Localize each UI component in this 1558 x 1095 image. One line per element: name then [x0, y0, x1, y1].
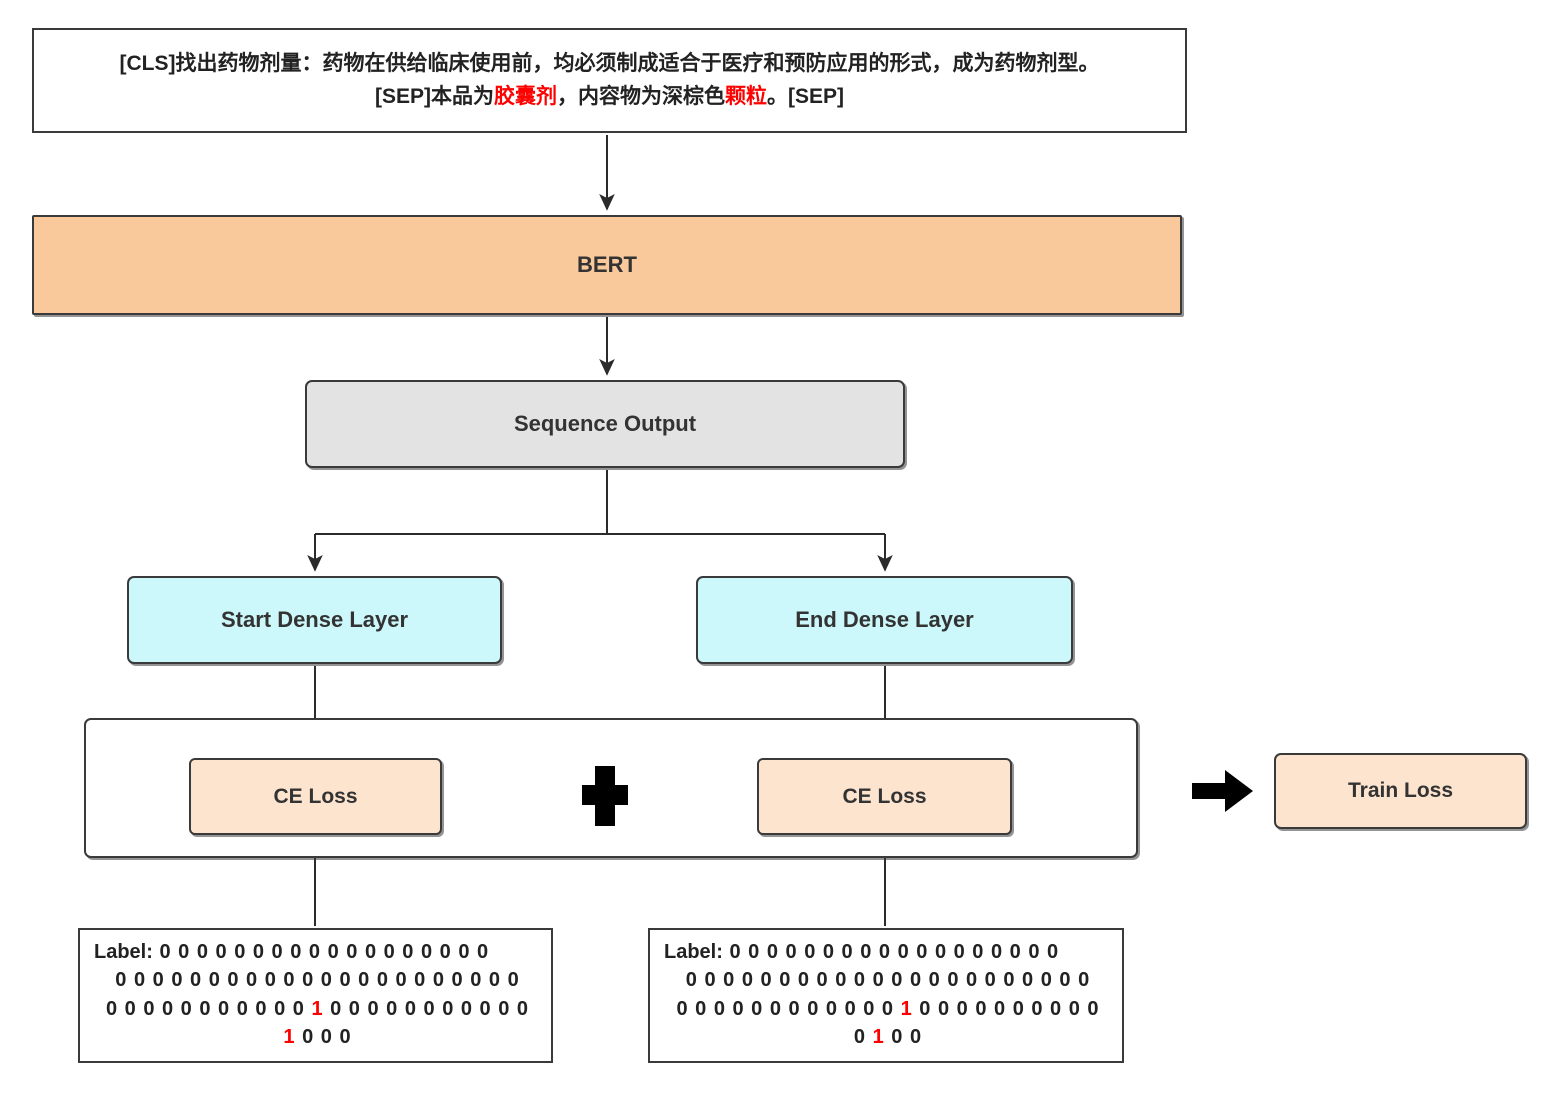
start-label-box: Label: 0 0 0 0 0 0 0 0 0 0 0 0 0 0 0 0 0…: [78, 928, 553, 1063]
start-label-prefix: Label:: [94, 941, 153, 963]
plus-icon-vertical-bar: [595, 766, 615, 826]
ce-loss-start-node: CE Loss: [189, 758, 442, 835]
sequence-output-node: Sequence Output: [305, 380, 905, 468]
end-label-box: Label: 0 0 0 0 0 0 0 0 0 0 0 0 0 0 0 0 0…: [648, 928, 1124, 1063]
end-label-prefix: Label:: [664, 941, 723, 963]
start-label-row-1: Label: 0 0 0 0 0 0 0 0 0 0 0 0 0 0 0 0 0…: [94, 941, 490, 963]
end-label-row-3: 0 0 0 0 0 0 0 0 0 0 0 0 1 0 0 0 0 0 0 0 …: [676, 997, 1100, 1020]
end-dense-layer-label: End Dense Layer: [795, 607, 974, 632]
input-line-1: [CLS]找出药物剂量：药物在供给临床使用前，均必须制成适合于医疗和预防应用的形…: [119, 51, 1100, 75]
train-loss-node: Train Loss: [1274, 753, 1527, 829]
sequence-output-label: Sequence Output: [513, 411, 697, 436]
highlight-answer-span-2: 颗粒: [725, 84, 767, 108]
ce-loss-end-label: CE Loss: [842, 784, 927, 808]
start-label-one-row3: 1: [311, 997, 324, 1020]
end-label-one-row3: 1: [900, 997, 913, 1020]
start-dense-layer-node: Start Dense Layer: [127, 576, 502, 664]
ce-loss-start-label: CE Loss: [273, 784, 358, 808]
start-dense-layer-label: Start Dense Layer: [220, 607, 409, 632]
plus-icon: [582, 766, 628, 826]
start-label-row-4: 1 0 0 0: [283, 1026, 352, 1049]
start-label-row-2: 0 0 0 0 0 0 0 0 0 0 0 0 0 0 0 0 0 0 0 0 …: [115, 969, 520, 992]
bert-node: BERT: [32, 215, 1182, 315]
start-label-row-3: 0 0 0 0 0 0 0 0 0 0 0 1 0 0 0 0 0 0 0 0 …: [105, 997, 530, 1020]
end-label-row-1: Label: 0 0 0 0 0 0 0 0 0 0 0 0 0 0 0 0 0…: [664, 941, 1060, 963]
end-label-row-4: 0 1 0 0: [853, 1026, 923, 1049]
end-label-one-row4: 1: [872, 1026, 885, 1049]
ce-loss-end-node: CE Loss: [757, 758, 1012, 835]
input-line-2: [SEP]本品为胶囊剂，内容物为深棕色颗粒。[SEP]: [374, 84, 845, 108]
end-dense-layer-node: End Dense Layer: [696, 576, 1073, 664]
train-loss-label: Train Loss: [1347, 779, 1454, 802]
thick-right-arrow-icon: [1192, 770, 1253, 812]
input-sentence-box: [CLS]找出药物剂量：药物在供给临床使用前，均必须制成适合于医疗和预防应用的形…: [32, 28, 1187, 133]
end-label-row-2: 0 0 0 0 0 0 0 0 0 0 0 0 0 0 0 0 0 0 0 0 …: [685, 969, 1091, 992]
start-label-one-row4: 1: [283, 1026, 296, 1049]
highlight-answer-span-1: 胶囊剂: [494, 84, 557, 108]
bert-node-label: BERT: [577, 252, 637, 277]
